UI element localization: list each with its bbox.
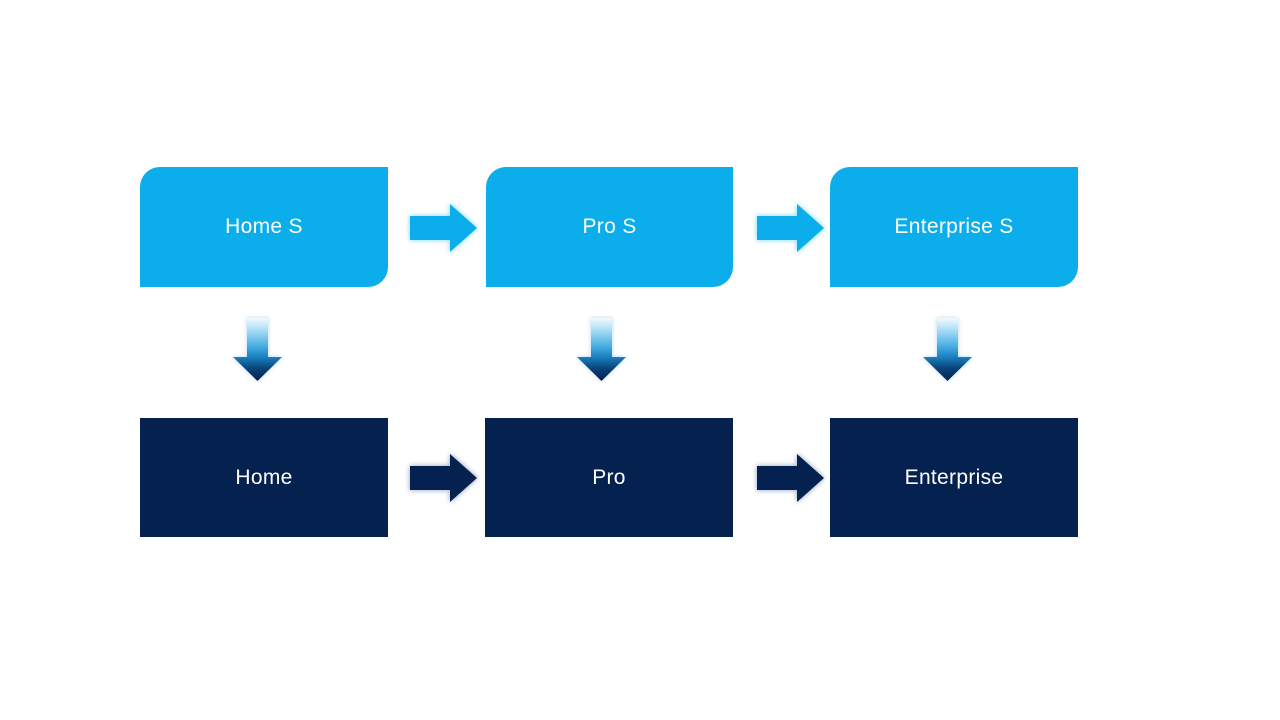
node-home-s: Home S [140,167,388,287]
right-arrow-icon [410,203,478,253]
node-label: Pro [592,465,626,489]
node-label: Enterprise S [894,215,1014,238]
node-pro-s: Pro S [486,167,733,287]
node-home: Home [140,418,388,537]
right-arrow-icon [410,453,478,503]
node-label: Home [235,465,293,489]
node-label: Enterprise [904,465,1004,489]
down-arrow-icon [577,318,626,381]
node-label: Pro S [582,215,637,238]
down-arrow-icon [233,318,282,381]
right-arrow-icon [757,203,825,253]
node-label: Home S [225,215,303,238]
right-arrow-icon [757,453,825,503]
down-arrow-icon [923,318,972,381]
node-enterprise-s: Enterprise S [830,167,1078,287]
node-enterprise: Enterprise [830,418,1078,537]
node-pro: Pro [485,418,733,537]
